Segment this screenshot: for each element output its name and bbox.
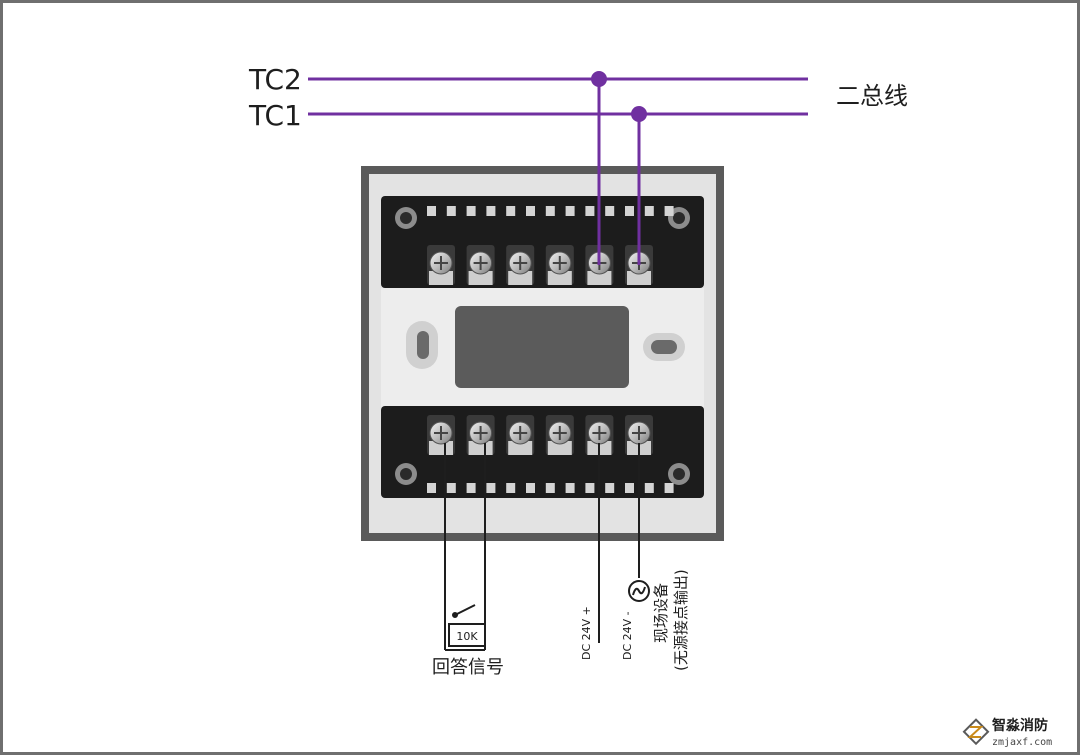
bottom-rib [486, 483, 496, 493]
top-terminal-block [381, 196, 704, 288]
top-corner-screw-head-1 [400, 212, 412, 224]
tc1-label: TC1 [248, 99, 302, 132]
top-rib [427, 206, 436, 216]
bottom-rib [644, 483, 654, 493]
top-rib [446, 206, 456, 216]
watermark-logo [962, 718, 990, 746]
bottom-rib [506, 483, 516, 493]
top-rib [565, 206, 575, 216]
top-rib [664, 206, 674, 216]
bottom-corner-screw-head-1 [400, 468, 412, 480]
top-block-body [381, 196, 704, 288]
resistor-label: 10K [456, 630, 478, 643]
bottom-block-body [381, 406, 704, 498]
top-rib [466, 206, 476, 216]
field-device-label: 现场设备 [652, 583, 670, 643]
bottom-terminal-clamp [429, 441, 453, 455]
top-rib [486, 206, 496, 216]
top-rib [644, 206, 654, 216]
bottom-rib [605, 483, 615, 493]
tc2-junction-dot [591, 71, 607, 87]
watermark-url: zmjaxf.com [992, 737, 1052, 748]
bottom-wiring [444, 443, 650, 651]
field-device-note: (无源接点输出) [672, 569, 690, 671]
field-device-wave [632, 586, 646, 596]
bottom-rib [565, 483, 575, 493]
watermark: 智淼消防 zmjaxf.com [962, 717, 1052, 748]
center-label-window [455, 306, 629, 388]
dc-24v-minus-label: DC 24V - [621, 611, 634, 660]
feedback-signal-label: 回答信号 [432, 657, 504, 678]
top-rib [526, 206, 535, 216]
top-rib [506, 206, 516, 216]
top-terminal-clamp [468, 271, 493, 285]
bottom-terminal-clamp [468, 441, 493, 455]
bottom-rib [545, 483, 555, 493]
bus-wires [308, 71, 808, 265]
bottom-rib [625, 483, 634, 493]
resistor-10k [448, 623, 486, 647]
dc-24v-plus-label: DC 24V + [580, 606, 593, 660]
wiring-diagram: TC2 TC1 二总线 10K 回答信号 DC 24V + DC 24V - 现… [248, 63, 1052, 748]
watermark-name: 智淼消防 [991, 717, 1048, 734]
mounting-slot-left-hole [417, 331, 429, 359]
top-terminal-clamp [547, 271, 572, 285]
bottom-corner-screw-head-2 [673, 468, 685, 480]
top-terminal-clamp [429, 271, 453, 285]
top-rib [625, 206, 634, 216]
switch-pivot [452, 612, 458, 618]
bottom-rib [585, 483, 595, 493]
bottom-rib [526, 483, 535, 493]
mounting-slot-right-hole [651, 340, 677, 354]
top-rib [585, 206, 595, 216]
bottom-rib [427, 483, 436, 493]
top-rib [545, 206, 555, 216]
bottom-terminal-block [381, 406, 704, 498]
two-wire-bus-label: 二总线 [836, 82, 908, 110]
bottom-terminal-clamp [508, 441, 533, 455]
switch-contact [454, 604, 476, 616]
top-terminal-clamp [587, 271, 612, 285]
bottom-terminal-clamp [547, 441, 572, 455]
bottom-rib [466, 483, 476, 493]
tc1-junction-dot [631, 106, 647, 122]
top-terminal-clamp [627, 271, 651, 285]
top-terminal-clamp [508, 271, 533, 285]
top-corner-screw-head-2 [673, 212, 685, 224]
bottom-rib [446, 483, 456, 493]
top-rib [605, 206, 615, 216]
bottom-rib [664, 483, 674, 493]
tc2-label: TC2 [248, 63, 302, 96]
